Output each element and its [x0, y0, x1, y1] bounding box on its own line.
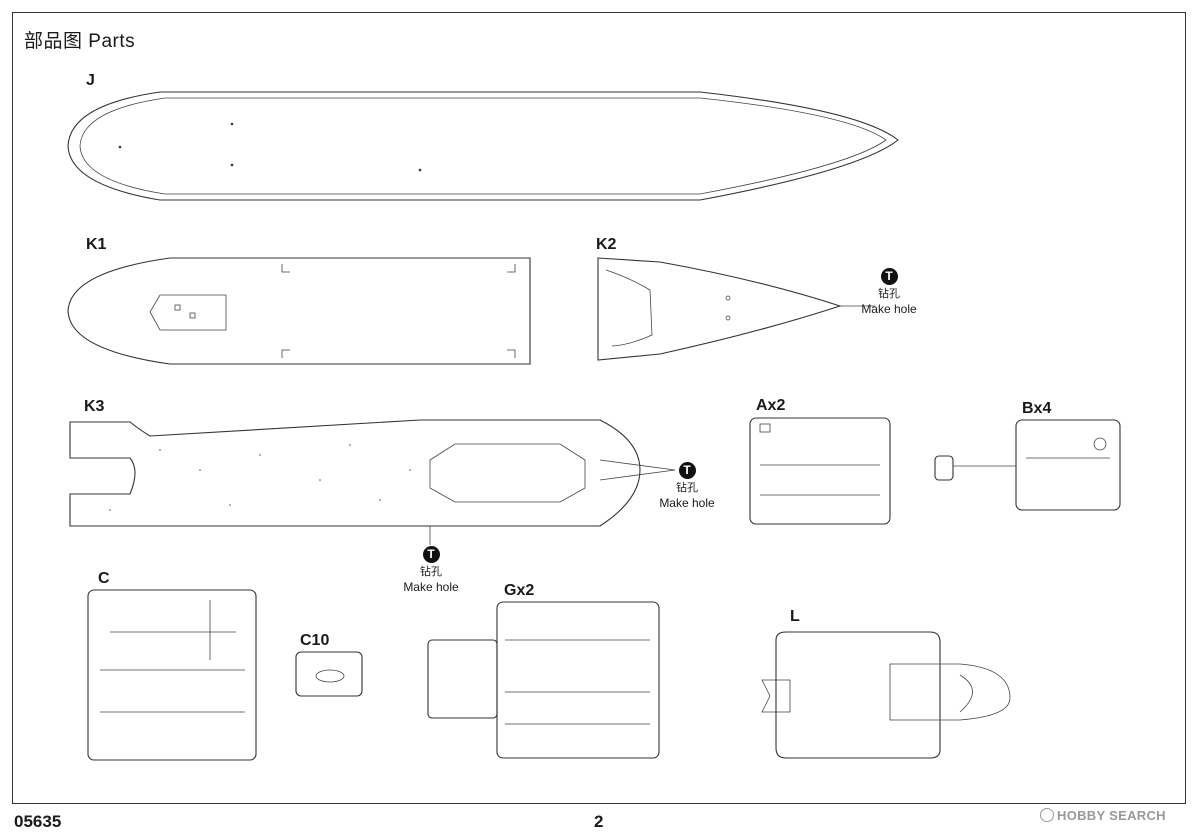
label-part-l: L — [790, 608, 800, 625]
part-k2-bow — [597, 257, 875, 361]
make-hole-note-k2: T 钻孔 Make hole — [856, 268, 922, 317]
part-c-sprue — [87, 589, 257, 761]
make-hole-note-k3-bow: T 钻孔 Make hole — [654, 462, 720, 511]
label-part-j: J — [86, 72, 95, 89]
hole-icon: T — [880, 268, 898, 285]
part-c10-sprue — [295, 651, 363, 697]
make-hole-zh: 钻孔 — [676, 482, 698, 494]
make-hole-zh: 钻孔 — [420, 566, 442, 578]
make-hole-note-k3-side: T 钻孔 Make hole — [398, 546, 464, 595]
hole-icon: T — [678, 462, 696, 479]
page-frame — [12, 12, 1186, 804]
part-j-hull — [67, 91, 899, 201]
part-k3-deck — [69, 419, 676, 545]
part-ax2-sprue — [749, 417, 891, 525]
label-part-k3: K3 — [84, 398, 105, 415]
hole-icon: T — [422, 546, 440, 563]
watermark-text: HOBBY SEARCH — [1057, 808, 1166, 823]
watermark-logo-icon — [1040, 808, 1054, 822]
label-part-k2: K2 — [596, 236, 617, 253]
page-title: 部品图 Parts — [24, 31, 136, 52]
page-number: 2 — [594, 812, 604, 831]
label-part-ax2: Ax2 — [756, 397, 786, 414]
label-part-gx2: Gx2 — [504, 582, 535, 599]
label-part-c: C — [98, 570, 110, 587]
make-hole-zh: 钻孔 — [878, 288, 900, 300]
part-bx4-sprue — [934, 419, 1121, 511]
part-gx2-sprue — [427, 601, 660, 759]
make-hole-en: Make hole — [861, 302, 917, 316]
label-part-k1: K1 — [86, 236, 107, 253]
label-part-bx4: Bx4 — [1022, 400, 1052, 417]
make-hole-en: Make hole — [403, 580, 459, 594]
make-hole-en: Make hole — [659, 496, 715, 510]
watermark: HOBBY SEARCH — [1040, 808, 1166, 823]
part-l-sprue — [761, 631, 1011, 759]
label-part-c10: C10 — [300, 632, 330, 649]
product-code: 05635 — [14, 812, 62, 831]
part-k1-deck — [67, 257, 531, 365]
